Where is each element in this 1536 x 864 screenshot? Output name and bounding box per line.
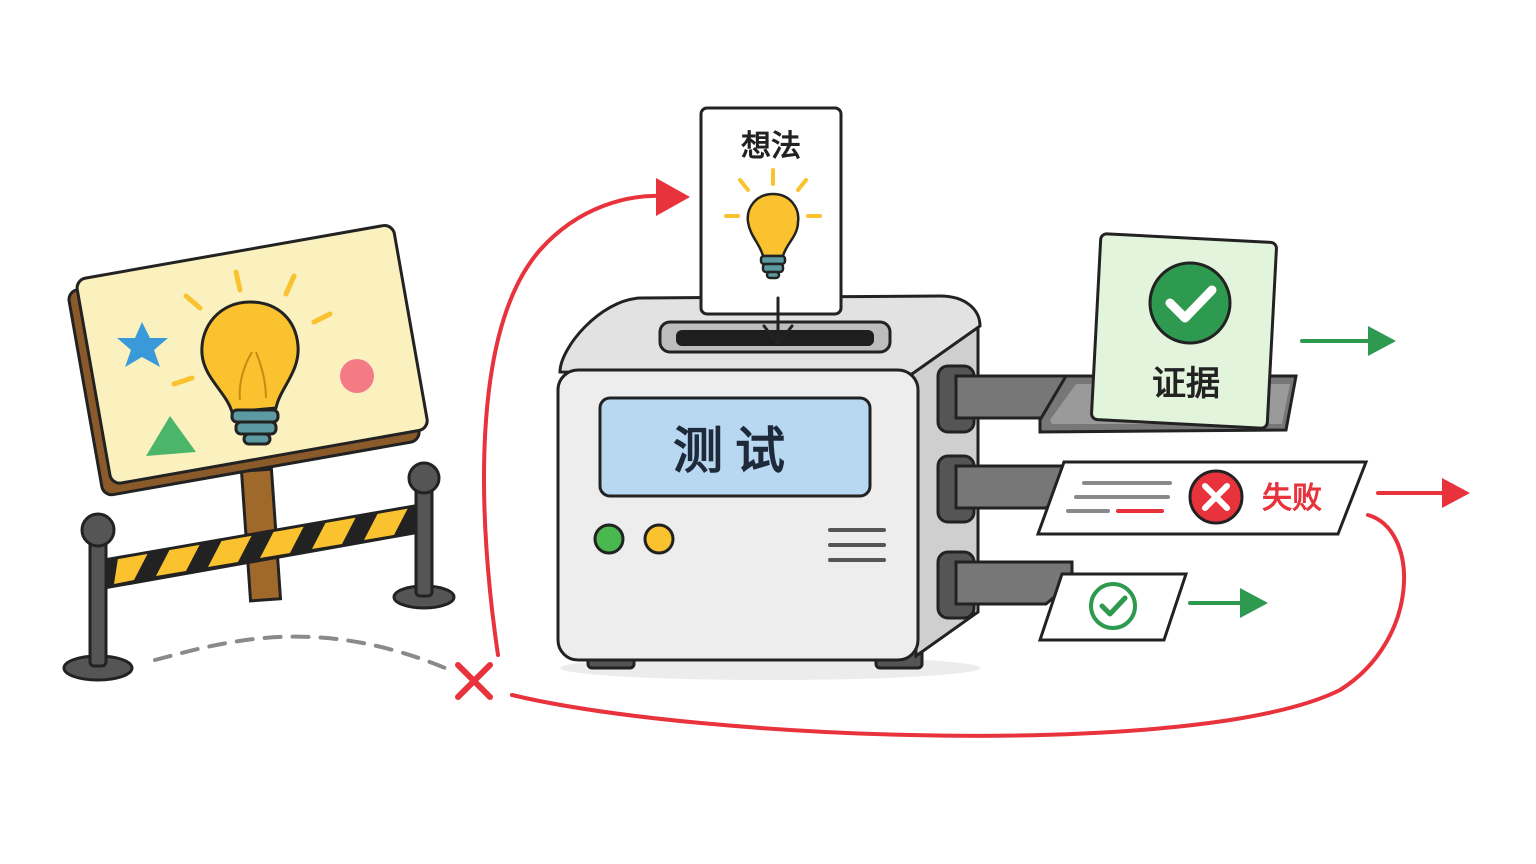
cross-mark-icon (455, 662, 493, 700)
redirect-path (482, 193, 662, 657)
yellow-indicator-light (643, 523, 675, 555)
idea-card-label: 想法 (741, 129, 801, 164)
text-lines-icon (1066, 481, 1172, 513)
evidence-arrow-icon (1300, 326, 1396, 356)
lightbulb-icon (746, 192, 800, 280)
blocked-path (153, 634, 452, 672)
insert-arrow-icon (762, 296, 794, 346)
machine-vent (828, 528, 886, 562)
lightbulb-rays-icon (171, 269, 333, 387)
failure-label: 失败 (1262, 481, 1322, 516)
check-circle-icon (1148, 261, 1232, 345)
success-arrow-icon (1188, 588, 1268, 618)
failure-output: 失败 (1035, 460, 1369, 536)
machine-screen-label: 测试 (673, 422, 797, 480)
barrier (62, 461, 456, 682)
lightbulb-rays-icon (724, 168, 822, 218)
machine-screen (598, 396, 872, 498)
output-tray-top (936, 364, 1076, 434)
green-indicator-light (593, 523, 625, 555)
evidence-output: 证据 (1038, 232, 1298, 434)
check-icon (1165, 285, 1217, 323)
output-tray-middle (936, 454, 1074, 524)
evidence-label: 证据 (1152, 364, 1220, 404)
star-icon (117, 322, 168, 367)
lightbulb-icon (200, 300, 300, 446)
check-circle-icon (1089, 582, 1137, 630)
idea-sign (67, 224, 429, 603)
check-icon (1099, 595, 1128, 617)
triangle-icon (146, 416, 196, 456)
output-tray-bottom (936, 550, 1074, 620)
failure-arrow-icon (1376, 478, 1470, 508)
cross-icon (1202, 483, 1230, 511)
redirect-arrowhead-icon (656, 178, 690, 216)
failure-return-path (510, 513, 1406, 738)
success-output (1037, 572, 1189, 642)
idea-card: 想法 (699, 106, 843, 316)
testing-machine: 测试 (556, 294, 1076, 680)
circle-icon (340, 359, 374, 393)
